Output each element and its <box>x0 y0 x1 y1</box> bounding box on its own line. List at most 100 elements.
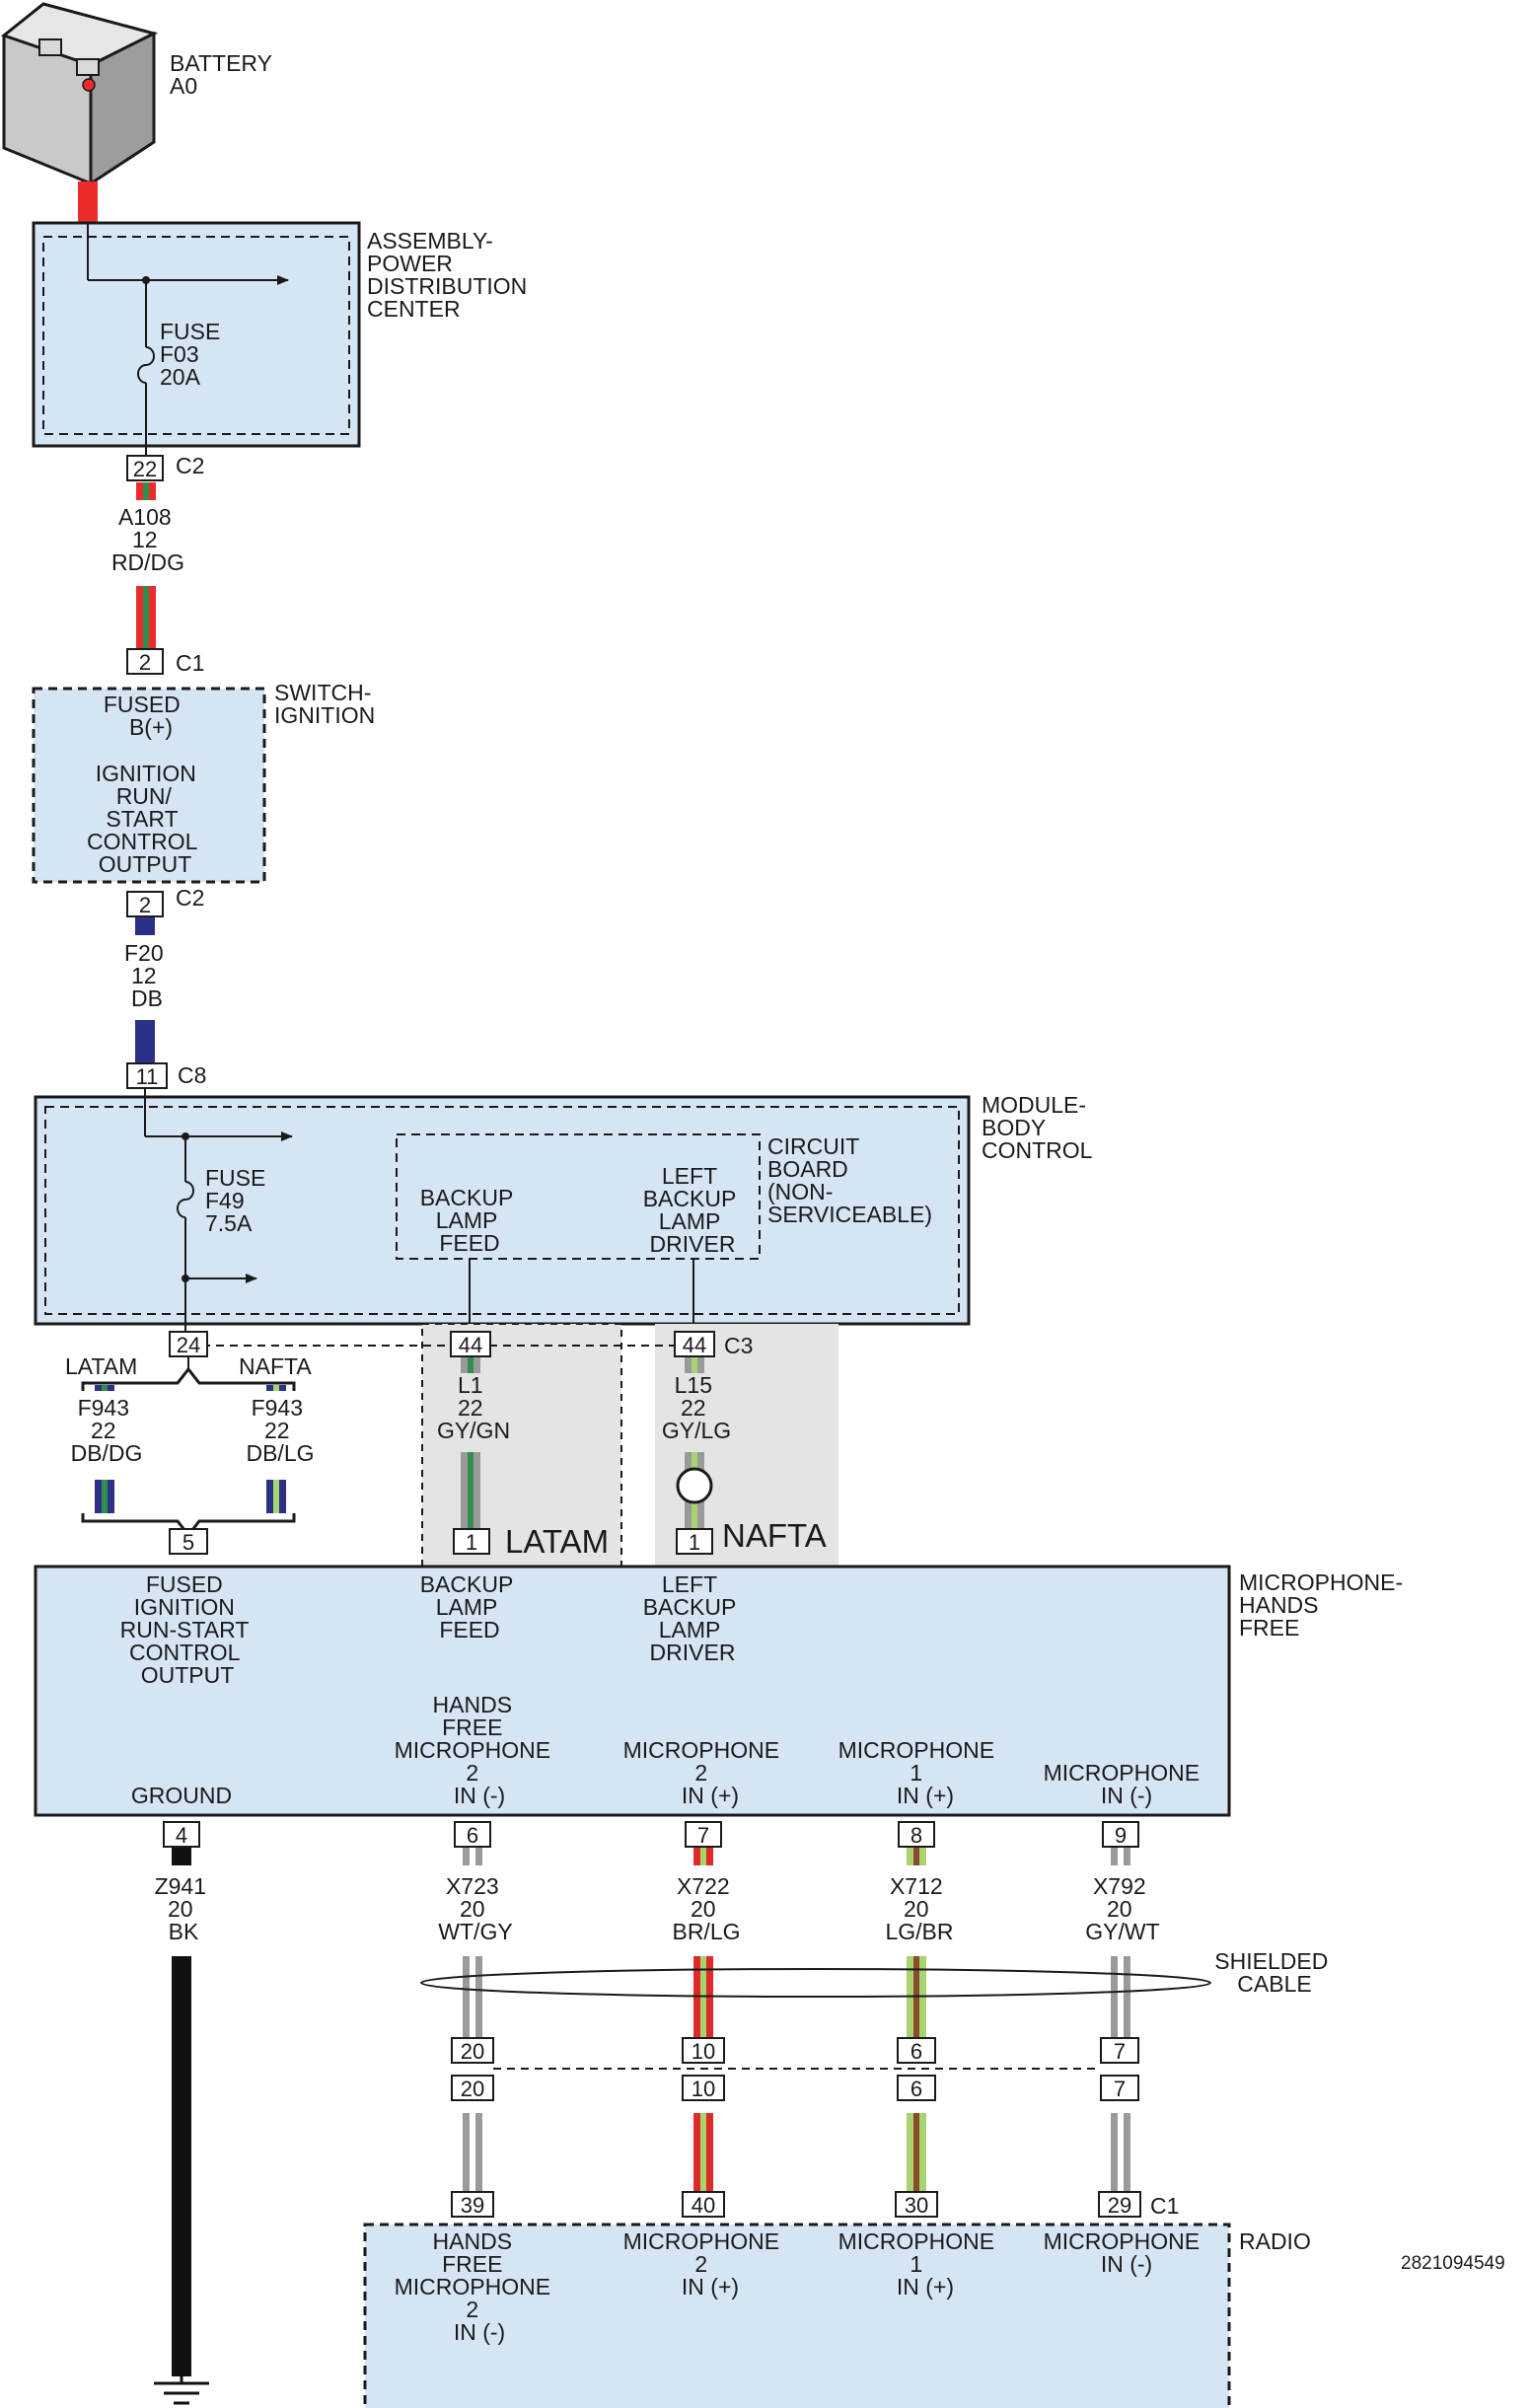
radio-pin-29-box <box>1098 2191 1141 2218</box>
latam-pin-box <box>453 1528 490 1555</box>
ignition-switch <box>32 687 266 884</box>
shielded-cable-ellipse <box>420 1968 1211 1998</box>
wire-l15 <box>676 1357 713 1529</box>
mic-pin-9: 9 <box>1115 1823 1127 1848</box>
mic-pin-6: 6 <box>467 1823 478 1848</box>
wire-z941-label: Z941 20 BK <box>155 1873 213 1944</box>
mic-pin-7-box <box>685 1821 722 1848</box>
radio-pin-39: 39 <box>461 2193 484 2218</box>
mic-pin-6-box <box>454 1821 491 1848</box>
mic-pin-5-box <box>169 1528 208 1555</box>
inline-pin-a-20: 20 <box>461 2039 484 2064</box>
mic-pin-8-box <box>898 1821 935 1848</box>
inline-pin-b-7-box <box>1100 2075 1139 2101</box>
wire-x792 <box>1111 1848 1130 2205</box>
radio-pin-40-box <box>682 2191 725 2218</box>
inline-pin-a-7: 7 <box>1114 2039 1126 2064</box>
ignition-top-pin-box <box>126 648 164 675</box>
ignition-bottom-connector: C2 <box>176 885 204 911</box>
mic-pin-4-box <box>163 1821 200 1848</box>
ignition-bottom-pin-box <box>126 891 164 917</box>
ignition-input-text: FUSED B(+) <box>104 692 186 740</box>
ignition-top-connector: C1 <box>176 650 204 676</box>
fuse-icon <box>177 1181 194 1218</box>
fuse-icon <box>137 346 155 384</box>
ignition-switch-label: SWITCH- IGNITION <box>274 680 378 728</box>
mic-backup-feed-label: BACKUP LAMP FEED <box>420 1571 520 1642</box>
power-distribution-center <box>32 221 361 456</box>
battery-icon <box>0 2 159 186</box>
circuit-board-label: CIRCUIT BOARD (NON- SERVICEABLE) <box>767 1133 932 1227</box>
mic-pin-7: 7 <box>697 1823 709 1848</box>
ground-icon <box>154 2381 209 2405</box>
wire-x712-label: X712 20 LG/BR <box>885 1873 953 1944</box>
inline-pin-a-7-box <box>1100 2037 1139 2064</box>
bcm-in-pin: 11 <box>136 1064 159 1089</box>
wire-f20-label: F20 12 DB <box>124 940 170 1011</box>
battery-cable <box>78 182 98 223</box>
radio-connector: C1 <box>1150 2193 1179 2219</box>
microphone-hands-free-module <box>34 1565 1231 1817</box>
pdc-pin: 22 <box>133 457 157 481</box>
wire-l15-label: L15 22 GY/LG <box>662 1372 731 1443</box>
wire-f20 <box>135 917 155 1063</box>
wire-f943-nafta-label: F943 22 DB/LG <box>246 1395 314 1466</box>
inline-pin-a-20-box <box>451 2037 494 2064</box>
mic-mic-neg-label: MICROPHONE IN (-) <box>1044 1760 1206 1808</box>
bcm-out-pin-44b: 44 <box>683 1333 706 1357</box>
latam-pin: 1 <box>466 1530 477 1555</box>
pdc-pin-box <box>126 455 164 481</box>
fuse-f03-label: FUSE F03 20A <box>160 319 227 390</box>
ignition-top-pin: 2 <box>139 650 151 675</box>
mic-pin-5: 5 <box>182 1530 194 1555</box>
inline-pin-b-7: 7 <box>1114 2077 1126 2101</box>
branch-nafta-label: NAFTA <box>239 1353 312 1379</box>
radio-pin-39-box <box>451 2191 494 2218</box>
figure-id: 2821094549 <box>1401 2253 1505 2274</box>
inline-pin-a-10-box <box>682 2037 725 2064</box>
radio-mic2-pos-label: MICROPHONE 2 IN (+) <box>623 2228 786 2299</box>
inline-pin-b-20: 20 <box>461 2077 484 2101</box>
bcm-out-pin-44b-box <box>674 1331 715 1357</box>
wire-x722-label: X722 20 BR/LG <box>672 1873 740 1944</box>
mic-mic2-pos-label: MICROPHONE 2 IN (+) <box>623 1737 786 1808</box>
mic-pin-4: 4 <box>176 1823 187 1848</box>
radio-module <box>363 2223 1231 2408</box>
mic-mic1-pos-label: MICROPHONE 1 IN (+) <box>838 1737 1001 1808</box>
bcm-label: MODULE- BODY CONTROL <box>982 1092 1093 1163</box>
mic-ground-label: GROUND <box>131 1783 232 1808</box>
pdc-connector: C2 <box>176 453 204 478</box>
body-control-module <box>34 1088 971 1332</box>
wire-x723-label: X723 20 WT/GY <box>438 1873 512 1944</box>
inline-pin-b-6: 6 <box>911 2077 922 2101</box>
mic-left-backup-driver-label: LEFT BACKUP LAMP DRIVER <box>643 1571 743 1665</box>
wire-a108 <box>136 482 156 649</box>
ignition-bottom-pin: 2 <box>139 893 151 917</box>
radio-mic1-pos-label: MICROPHONE 1 IN (+) <box>838 2228 1001 2299</box>
inline-pin-a-10: 10 <box>692 2039 715 2064</box>
radio-pin-30-box <box>895 2191 938 2218</box>
bcm-left-backup-driver-label: LEFT BACKUP LAMP DRIVER <box>643 1163 743 1257</box>
wire-f943-latam-label: F943 22 DB/DG <box>71 1395 143 1466</box>
nafta-pin-box <box>676 1528 713 1555</box>
bcm-out-connector: C3 <box>724 1333 753 1358</box>
mic-pin-9-box <box>1102 1821 1139 1848</box>
shielded-cable-label: SHIELDED CABLE <box>1214 1948 1334 1997</box>
inline-pin-b-10: 10 <box>692 2077 715 2101</box>
inline-pin-a-6-box <box>897 2037 936 2064</box>
radio-mic2-neg-label: HANDS FREE MICROPHONE 2 IN (-) <box>395 2228 557 2345</box>
pin-24-split <box>81 1356 296 1541</box>
fuse-f49-label: FUSE F49 7.5A <box>205 1165 272 1236</box>
mic-pin-8: 8 <box>911 1823 922 1848</box>
wire-l1 <box>461 1357 480 1529</box>
bcm-out-pin-44a: 44 <box>459 1333 482 1357</box>
inline-pin-a-6: 6 <box>911 2039 922 2064</box>
branch-latam-label: LATAM <box>65 1353 137 1379</box>
battery-label: BATTERY A0 <box>170 50 278 99</box>
bcm-out-pin-24: 24 <box>177 1333 200 1357</box>
inline-pin-b-6-box <box>897 2075 936 2101</box>
microphone-module-label: MICROPHONE- HANDS FREE <box>1239 1569 1410 1641</box>
inline-pin-b-20-box <box>451 2075 494 2101</box>
inline-pin-b-10-box <box>682 2075 725 2101</box>
